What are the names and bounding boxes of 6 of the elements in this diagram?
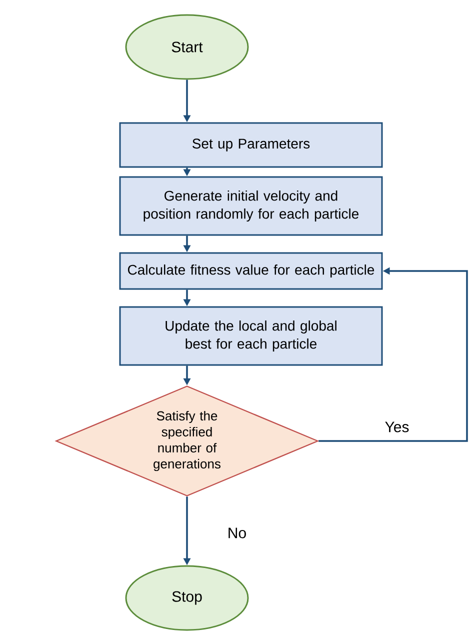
- process-box: Update the local and global best for each particle: [119, 306, 383, 366]
- process-box: Calculate fitness value for each particle: [119, 252, 383, 290]
- process-box: Set up Parameters: [119, 122, 383, 168]
- edge-label: No: [226, 526, 248, 540]
- process-box: Generate initial velocity and position randomly for each particle: [119, 176, 383, 236]
- edge-label: Yes: [384, 420, 410, 434]
